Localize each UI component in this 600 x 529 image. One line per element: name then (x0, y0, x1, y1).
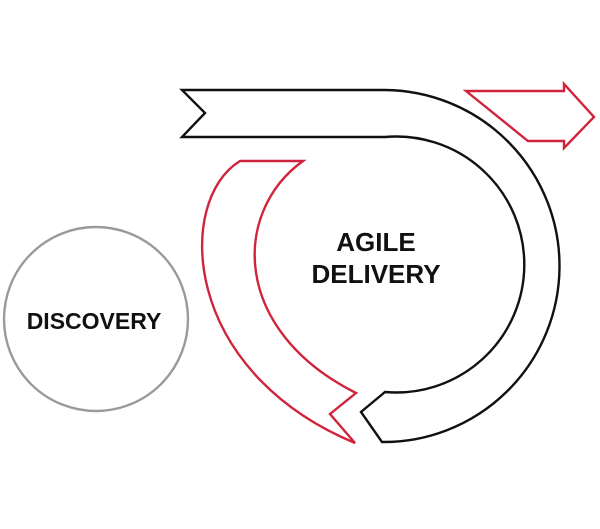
agile-delivery-label-line1: AGILE (336, 227, 415, 257)
accent-loop-arrow (200, 159, 359, 445)
agile-delivery-label-line2: DELIVERY (311, 259, 440, 289)
main-cycle-arrow (179, 88, 561, 444)
discovery-label: DISCOVERY (27, 308, 162, 334)
discovery-circle (2, 225, 190, 413)
accent-exit-arrow (462, 80, 596, 151)
